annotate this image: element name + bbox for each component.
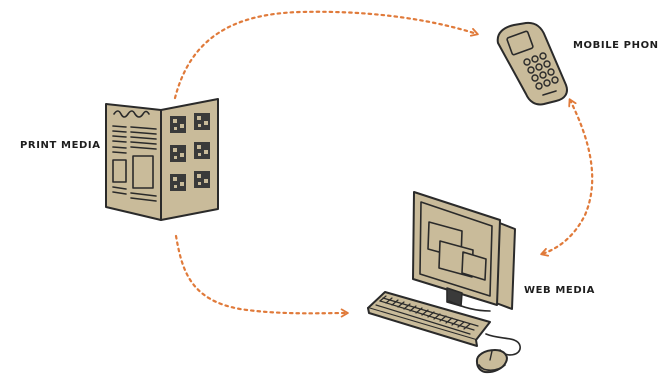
mobile-phone-label: MOBILE PHONE [573, 41, 658, 51]
arrow-print-to-web [176, 236, 347, 313]
print-media-label: PRINT MEDIA [20, 141, 101, 151]
arrow-print-to-mobile [175, 12, 477, 98]
computer-icon [368, 192, 520, 372]
newspaper-icon [106, 99, 218, 220]
mobile-phone-icon [498, 23, 567, 105]
arrow-mobile-web [542, 100, 592, 254]
web-media-label: WEB MEDIA [524, 286, 595, 296]
